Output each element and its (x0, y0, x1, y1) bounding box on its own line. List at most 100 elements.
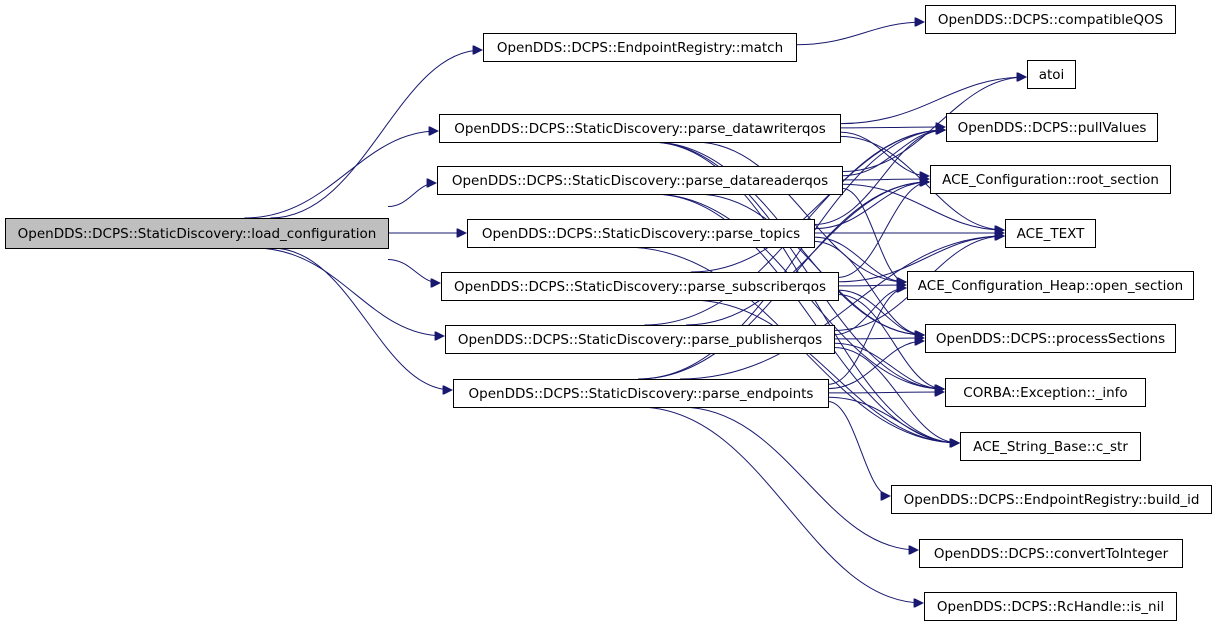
edge-line (841, 179, 929, 180)
edge-line (827, 400, 890, 496)
node-parse_datareaderqos[interactable]: OpenDDS::DCPS::StaticDiscovery::parse_da… (437, 166, 843, 195)
node-box (891, 485, 1212, 514)
edge-load_configuration-to-parse_datareaderqos (387, 183, 436, 207)
node-label: OpenDDS::DCPS::EndpointRegistry::build_i… (904, 492, 1200, 508)
node-box (5, 218, 389, 249)
edge-match-to-compatibleQOS (795, 22, 924, 46)
edge-parse_endpoints-to-ACE_TEXT (679, 236, 1004, 380)
node-box (907, 271, 1194, 300)
edge-parse_publisherqos-to-processSections (833, 338, 924, 339)
node-open_section[interactable]: ACE_Configuration_Heap::open_section (907, 271, 1194, 300)
node-atoi[interactable]: atoi (1027, 60, 1076, 89)
node-label: ACE_Configuration_Heap::open_section (918, 278, 1183, 294)
node-label: OpenDDS::DCPS::StaticDiscovery::parse_en… (469, 386, 814, 402)
node-label: CORBA::Exception::_info (963, 385, 1127, 401)
edge-parse_topics-to-root_section (813, 182, 929, 230)
edge-parse_datawriterqos-to-_info (649, 141, 944, 389)
node-parse_subscriberqos[interactable]: OpenDDS::DCPS::StaticDiscovery::parse_su… (441, 272, 839, 301)
edge-parse_datareaderqos-to-open_section (841, 187, 906, 282)
edge-line (637, 406, 923, 603)
edge-line (694, 141, 906, 282)
node-box (925, 5, 1176, 34)
node-label: OpenDDS::DCPS::StaticDiscovery::load_con… (18, 226, 377, 242)
node-processSections[interactable]: OpenDDS::DCPS::processSections (925, 324, 1176, 353)
edge-line (271, 247, 452, 390)
edge-load_configuration-to-parse_publisherqos (254, 247, 444, 336)
edge-load_configuration-to-parse_endpoints (271, 247, 452, 390)
node-c_str[interactable]: ACE_String_Base::c_str (960, 432, 1141, 461)
node-box (945, 378, 1146, 407)
edge-line (837, 285, 906, 286)
edge-parse_subscriberqos-to-root_section (837, 182, 929, 278)
edge-line (827, 341, 924, 390)
edge-line (827, 288, 906, 385)
edge-parse_endpoints-to-convertToInteger (679, 406, 918, 550)
edge-line (837, 182, 929, 278)
node-build_id[interactable]: OpenDDS::DCPS::EndpointRegistry::build_i… (891, 485, 1212, 514)
edge-parse_endpoints-to-pullValues (637, 130, 945, 380)
edge-line (841, 183, 1004, 230)
edge-parse_subscriberqos-to-c_str (689, 299, 959, 443)
edge-line (813, 130, 945, 226)
node-is_nil[interactable]: OpenDDS::DCPS::RcHandle::is_nil (924, 592, 1177, 621)
node-parse_topics[interactable]: OpenDDS::DCPS::StaticDiscovery::parse_to… (467, 219, 815, 248)
node-label: OpenDDS::DCPS::StaticDiscovery::parse_da… (454, 121, 826, 137)
edge-parse_publisherqos-to-c_str (833, 347, 959, 443)
edge-parse_datareaderqos-to-root_section (841, 179, 929, 180)
node-box (467, 219, 815, 248)
node-load_configuration[interactable]: OpenDDS::DCPS::StaticDiscovery::load_con… (5, 218, 389, 249)
node-box (924, 592, 1177, 621)
edge-line (679, 406, 918, 550)
edge-line (649, 141, 944, 389)
edge-line (690, 130, 945, 273)
node-box (483, 33, 797, 62)
edge-parse_endpoints-to-build_id (827, 400, 890, 496)
node-convertToInteger[interactable]: OpenDDS::DCPS::convertToInteger (919, 539, 1183, 568)
edge-line (689, 299, 959, 443)
node-ACE_TEXT[interactable]: ACE_TEXT (1005, 219, 1096, 248)
edge-line (837, 289, 924, 335)
edge-line (839, 131, 929, 176)
node-match[interactable]: OpenDDS::DCPS::EndpointRegistry::match (483, 33, 797, 62)
edge-line (841, 187, 906, 282)
edge-line (254, 247, 444, 336)
edge-line (813, 182, 929, 230)
node-_info[interactable]: CORBA::Exception::_info (945, 378, 1146, 407)
edge-line (244, 131, 438, 219)
edges (244, 22, 1026, 603)
edge-parse_endpoints-to-processSections (827, 341, 924, 390)
edge-parse_subscriberqos-to-pullValues (690, 130, 945, 273)
node-compatibleQOS[interactable]: OpenDDS::DCPS::compatibleQOS (925, 5, 1176, 34)
node-box (1027, 60, 1076, 89)
edge-parse_datawriterqos-to-open_section (694, 141, 906, 282)
edge-parse_datareaderqos-to-ACE_TEXT (841, 183, 1004, 230)
node-label: ACE_String_Base::c_str (973, 439, 1128, 455)
node-label: OpenDDS::DCPS::processSections (936, 331, 1165, 347)
edge-parse_datareaderqos-to-atoi (841, 77, 1026, 173)
edge-load_configuration-to-match (270, 50, 482, 219)
edge-line (270, 50, 482, 219)
node-parse_datawriterqos[interactable]: OpenDDS::DCPS::StaticDiscovery::parse_da… (439, 114, 841, 143)
edge-line (637, 130, 945, 380)
edge-parse_topics-to-pullValues (813, 130, 945, 226)
node-box (946, 113, 1158, 142)
edge-line (695, 193, 924, 335)
edge-line (795, 22, 924, 46)
node-parse_endpoints[interactable]: OpenDDS::DCPS::StaticDiscovery::parse_en… (453, 379, 829, 408)
edge-line (833, 342, 944, 389)
edge-parse_subscriberqos-to-processSections (837, 289, 924, 335)
node-box (1005, 219, 1096, 248)
node-box (439, 114, 841, 143)
edge-parse_endpoints-to-c_str (827, 396, 959, 443)
node-label: OpenDDS::DCPS::RcHandle::is_nil (937, 599, 1164, 615)
node-box (919, 539, 1183, 568)
edge-parse_subscriberqos-to-open_section (837, 285, 906, 286)
node-label: OpenDDS::DCPS::pullValues (958, 120, 1147, 136)
node-box (441, 272, 839, 301)
node-label: ACE_Configuration::root_section (942, 172, 1159, 188)
node-label: OpenDDS::DCPS::StaticDiscovery::parse_to… (482, 226, 800, 242)
edge-parse_datawriterqos-to-pullValues (839, 127, 945, 128)
node-parse_publisherqos[interactable]: OpenDDS::DCPS::StaticDiscovery::parse_pu… (445, 325, 835, 354)
node-pullValues[interactable]: OpenDDS::DCPS::pullValues (946, 113, 1158, 142)
node-root_section[interactable]: ACE_Configuration::root_section (930, 165, 1171, 194)
